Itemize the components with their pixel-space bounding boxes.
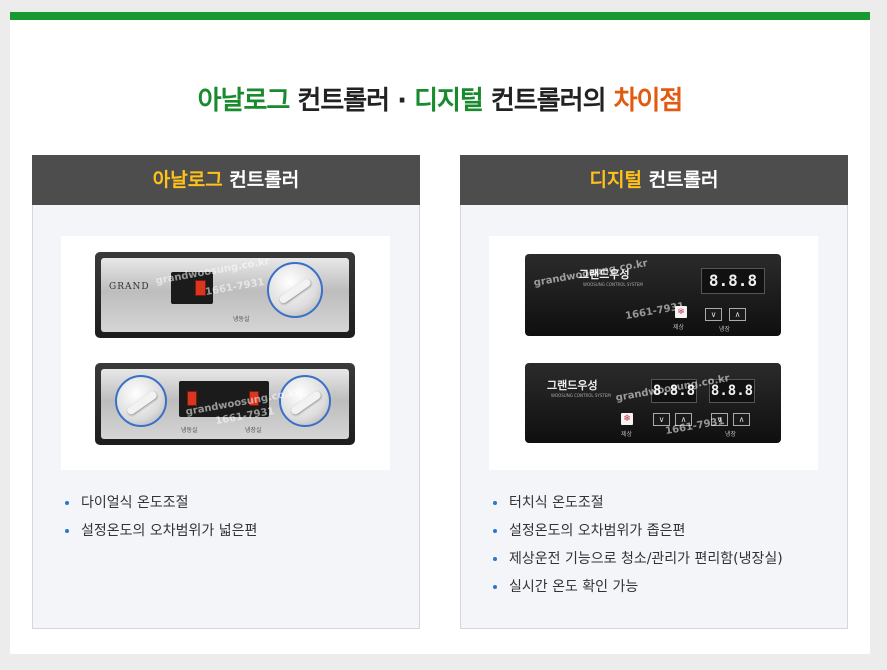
analog-brand: GRAND bbox=[109, 282, 150, 292]
list-item: 터치식 온도조절 bbox=[491, 489, 783, 517]
digital-label-fridge-bottom: 냉장 bbox=[725, 431, 737, 438]
temperature-display-freezer: 8.8.8 bbox=[651, 379, 697, 403]
freezer-down-button[interactable]: ∨ bbox=[653, 413, 670, 426]
list-item: 제상운전 기능으로 청소/관리가 편리함(냉장실) bbox=[491, 545, 783, 573]
temp-up-button[interactable]: ∧ bbox=[729, 308, 746, 321]
digital-panel-header: 디지털 컨트롤러 bbox=[460, 155, 848, 205]
digital-label-defrost-top: 제상 bbox=[673, 324, 685, 331]
digital-subtitle-bottom: WOOSUNG CONTROL SYSTEM bbox=[551, 393, 611, 398]
analog-feature-list: 다이얼식 온도조절 설정온도의 오차범위가 넓은편 bbox=[63, 489, 257, 545]
top-accent-bar bbox=[10, 12, 870, 20]
digital-brand-top: 그랜드우성 bbox=[579, 268, 630, 281]
dial-knob-left-icon bbox=[115, 375, 167, 427]
digital-subtitle-top: WOOSUNG CONTROL SYSTEM bbox=[583, 282, 643, 287]
analog-label-fridge-bottom: 냉장실 bbox=[245, 427, 262, 434]
analog-switch-box-bottom bbox=[179, 381, 269, 417]
defrost-snowflake-icon: ❄ bbox=[675, 306, 687, 318]
analog-panel-header: 아날로그 컨트롤러 bbox=[32, 155, 420, 205]
title-difference: 차이점 bbox=[613, 86, 684, 116]
list-item: 설정온도의 오차범위가 좁은편 bbox=[491, 517, 783, 545]
dial-knob-icon bbox=[267, 262, 323, 318]
title-analog: 아날로그 bbox=[197, 86, 291, 116]
page-title: 아날로그 컨트롤러 · 디지털 컨트롤러의 차이점 bbox=[10, 80, 870, 117]
temperature-display-fridge: 8.8.8 bbox=[709, 379, 755, 403]
digital-brand-bottom: 그랜드우성 bbox=[547, 379, 598, 392]
watermark-phone-digital: 1661-7931 bbox=[624, 300, 686, 323]
title-digital: 디지털 bbox=[414, 86, 484, 116]
fridge-up-button[interactable]: ∧ bbox=[733, 413, 750, 426]
red-switch-left-icon bbox=[187, 391, 197, 406]
analog-header-rest: 컨트롤러 bbox=[222, 169, 300, 191]
fridge-down-button[interactable]: ∨ bbox=[711, 413, 728, 426]
analog-label-freezer-top: 냉동실 bbox=[233, 316, 250, 323]
defrost-snowflake-bottom-icon: ❄ bbox=[621, 413, 633, 425]
dial-knob-right-icon bbox=[279, 375, 331, 427]
digital-header-accent: 디지털 bbox=[589, 169, 642, 191]
digital-controller-top: 그랜드우성 WOOSUNG CONTROL SYSTEM 8.8.8 ❄ ∨ ∧… bbox=[525, 254, 781, 336]
freezer-up-button[interactable]: ∧ bbox=[675, 413, 692, 426]
digital-label-defrost-bottom: 제상 bbox=[621, 431, 633, 438]
analog-controller-bottom: 냉동실 냉장실 grandwoosung.co.kr 1661-7931 bbox=[95, 363, 355, 445]
analog-controller-top: GRAND 냉동실 grandwoosung.co.kr 1661-7931 bbox=[95, 252, 355, 338]
content-frame: 아날로그 컨트롤러 · 디지털 컨트롤러의 차이점 아날로그 컨트롤러 GRAN… bbox=[10, 12, 870, 654]
digital-controller-image: 그랜드우성 WOOSUNG CONTROL SYSTEM 8.8.8 ❄ ∨ ∧… bbox=[489, 236, 818, 470]
red-switch-icon bbox=[195, 280, 206, 296]
red-switch-right-icon bbox=[249, 391, 259, 406]
analog-switch-box-top bbox=[171, 272, 213, 304]
temp-down-button[interactable]: ∨ bbox=[705, 308, 722, 321]
digital-controller-bottom: 그랜드우성 WOOSUNG CONTROL SYSTEM 8.8.8 8.8.8… bbox=[525, 363, 781, 443]
analog-controller-image: GRAND 냉동실 grandwoosung.co.kr 1661-7931 냉… bbox=[61, 236, 390, 470]
title-controller-of: 컨트롤러의 bbox=[482, 86, 614, 116]
digital-header-rest: 컨트롤러 bbox=[641, 169, 719, 191]
digital-feature-list: 터치식 온도조절 설정온도의 오차범위가 좁은편 제상운전 기능으로 청소/관리… bbox=[491, 489, 783, 601]
analog-header-accent: 아날로그 bbox=[152, 169, 223, 191]
title-controller-dot: 컨트롤러 · bbox=[289, 86, 415, 116]
digital-label-fridge-top: 냉장 bbox=[719, 326, 731, 333]
list-item: 다이얼식 온도조절 bbox=[63, 489, 257, 517]
analog-label-freezer-bottom: 냉동실 bbox=[181, 427, 198, 434]
digital-panel: 디지털 컨트롤러 그랜드우성 WOOSUNG CONTROL SYSTEM 8.… bbox=[460, 155, 848, 629]
list-item: 실시간 온도 확인 가능 bbox=[491, 573, 783, 601]
list-item: 설정온도의 오차범위가 넓은편 bbox=[63, 517, 257, 545]
watermark-phone-digital-bottom: 1661-7931 bbox=[664, 415, 726, 438]
temperature-display: 8.8.8 bbox=[701, 268, 765, 294]
analog-panel: 아날로그 컨트롤러 GRAND 냉동실 grandwoosung.co.kr 1… bbox=[32, 155, 420, 629]
